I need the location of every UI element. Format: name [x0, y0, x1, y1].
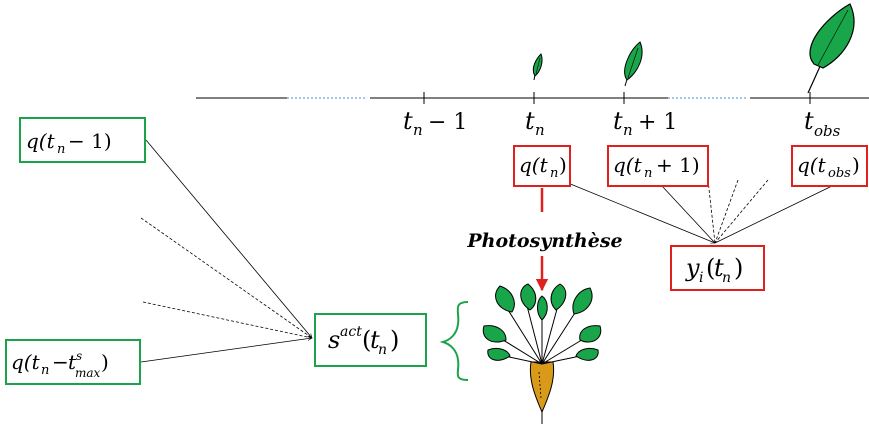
curly-brace [439, 301, 469, 381]
svg-text:(: ( [706, 254, 715, 282]
box-q-tn-minus-tmax: q(t n − t s max ) [5, 339, 141, 385]
svg-text:): ) [101, 350, 109, 374]
svg-text:t: t [370, 326, 380, 354]
leaf-icon [807, 3, 855, 94]
svg-text:+ 1: + 1 [638, 110, 677, 135]
svg-text:): ) [559, 153, 567, 177]
svg-text:obs: obs [828, 166, 851, 181]
input-arrows [140, 139, 312, 363]
svg-text:s: s [328, 326, 340, 354]
svg-text:n: n [550, 166, 558, 181]
svg-text:q(t: q(t [26, 129, 56, 153]
svg-text:t: t [525, 107, 535, 135]
tick-label-tn-minus-1: t n − 1 [403, 107, 467, 139]
svg-text:n: n [722, 270, 731, 286]
svg-text:t: t [804, 107, 814, 135]
box-q-tn-plus-1: q(t n + 1) [607, 145, 709, 187]
svg-text:−: − [52, 350, 69, 374]
svg-text:− 1): − 1) [68, 129, 112, 153]
box-q-tobs: q(t obs ) [791, 145, 868, 187]
photosynthesis-label: Photosynthèse [466, 230, 622, 252]
svg-text:n: n [378, 342, 387, 358]
box-s-act: s act ( t n ) [314, 313, 427, 367]
svg-text:+ 1): + 1) [656, 153, 700, 177]
svg-text:n: n [41, 363, 49, 378]
tick-label-tn-plus-1: t n + 1 [613, 107, 677, 139]
plant-icon [482, 283, 602, 424]
svg-text:s: s [76, 349, 82, 363]
svg-text:n: n [644, 166, 652, 181]
leaf-icon [624, 41, 643, 87]
svg-text:obs: obs [814, 122, 841, 140]
svg-text:): ) [852, 153, 860, 177]
svg-text:q(t: q(t [11, 350, 41, 374]
svg-text:): ) [734, 254, 743, 282]
tick-label-tobs: t obs [804, 107, 841, 140]
svg-text:n: n [413, 121, 423, 139]
svg-text:q(t: q(t [519, 153, 549, 177]
svg-text:i: i [699, 270, 703, 286]
box-y-i: y i ( t n ) [670, 245, 765, 291]
svg-text:t: t [613, 107, 623, 135]
box-q-tn-minus-1: q(t n − 1) [19, 117, 146, 163]
svg-text:n: n [57, 142, 65, 157]
svg-text:act: act [340, 324, 362, 340]
svg-text:n: n [535, 121, 545, 139]
svg-text:max: max [75, 366, 101, 380]
box-q-tn: q(t n ) [513, 145, 571, 187]
svg-text:y: y [685, 254, 700, 282]
svg-text:t: t [68, 350, 77, 374]
svg-text:q(t: q(t [613, 153, 643, 177]
svg-text:): ) [390, 326, 399, 354]
svg-text:− 1: − 1 [428, 110, 467, 135]
svg-text:q(t: q(t [797, 153, 827, 177]
tick-label-tn: t n [525, 107, 545, 139]
observation-arrows [567, 179, 833, 243]
svg-text:(: ( [362, 326, 371, 354]
svg-text:n: n [623, 121, 633, 139]
leaf-icon [532, 53, 543, 81]
timeline-axis [196, 92, 869, 104]
svg-text:t: t [714, 254, 724, 282]
svg-text:t: t [403, 107, 413, 135]
